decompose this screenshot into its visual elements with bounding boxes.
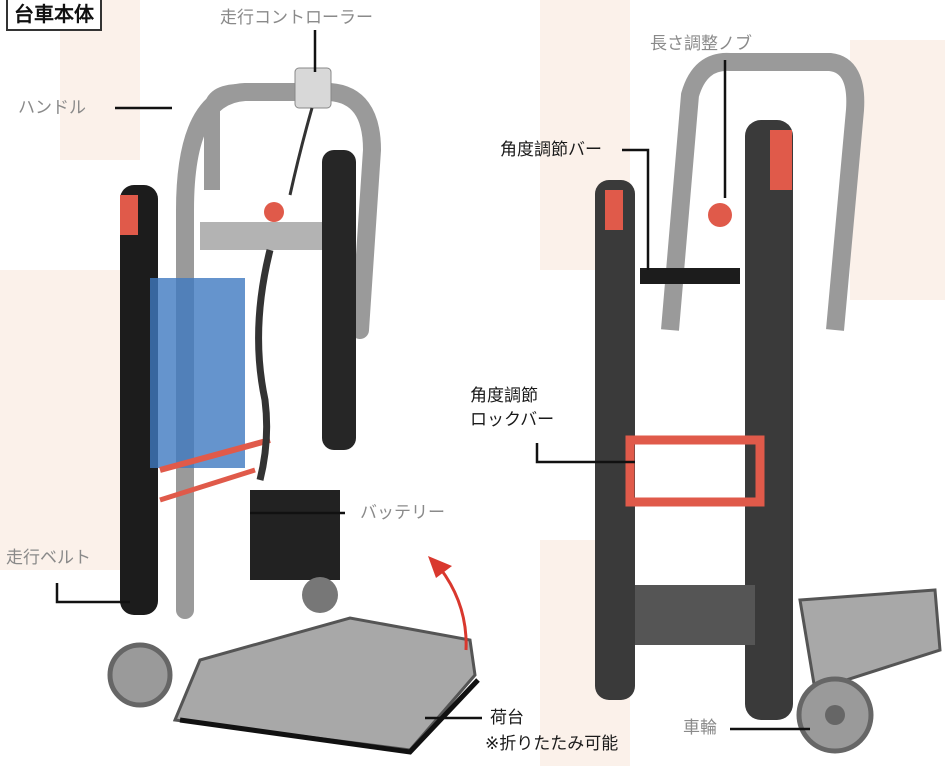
battery-box: [250, 490, 340, 580]
fold-arrow-head: [428, 556, 452, 578]
right-cart: [595, 52, 942, 754]
platform: [798, 588, 942, 692]
controller-box: [294, 67, 332, 109]
lock-bar: [625, 435, 765, 507]
left-belt: [120, 185, 158, 615]
background-panel: [850, 40, 945, 300]
seat-fabric: [150, 278, 245, 468]
label-angle-lock-1: 角度調節: [470, 386, 538, 406]
motor: [635, 585, 755, 645]
handle-frame: [661, 52, 865, 331]
back-wheel: [302, 577, 338, 613]
label-foldable: ※折りたたみ可能: [485, 734, 619, 754]
wheel-hub: [825, 705, 845, 725]
left-belt: [595, 180, 635, 700]
right-belt: [322, 150, 356, 450]
red-cap: [120, 195, 138, 235]
left-wheel: [107, 642, 173, 708]
label-battery: バッテリー: [360, 503, 445, 523]
page-title: 台車本体: [6, 0, 102, 31]
label-controller: 走行コントローラー: [220, 8, 373, 28]
cross-bar: [200, 222, 340, 250]
red-bar: [159, 467, 256, 503]
handle-frame: [176, 83, 382, 619]
platform-edge: [179, 678, 480, 755]
label-platform: 荷台: [490, 708, 524, 728]
red-cap: [770, 130, 792, 190]
handle-inner: [204, 84, 241, 190]
fold-arrow: [438, 567, 468, 651]
red-bar: [159, 437, 271, 473]
controller-cable: [288, 107, 314, 196]
spring: [255, 249, 274, 481]
left-cart: [107, 67, 480, 755]
label-length-knob: 長さ調整ノブ: [650, 34, 752, 54]
label-handle: ハンドル: [18, 98, 86, 118]
label-belt: 走行ベルト: [6, 548, 91, 568]
knob: [708, 203, 732, 227]
leader-lines: [55, 30, 810, 731]
right-belt: [745, 120, 793, 720]
red-cap: [605, 190, 623, 230]
knob: [264, 202, 284, 222]
label-angle-lock-2: ロックバー: [470, 410, 555, 430]
label-wheel: 車輪: [683, 718, 717, 738]
angle-bar: [640, 268, 740, 284]
label-angle-bar: 角度調節バー: [500, 140, 602, 160]
